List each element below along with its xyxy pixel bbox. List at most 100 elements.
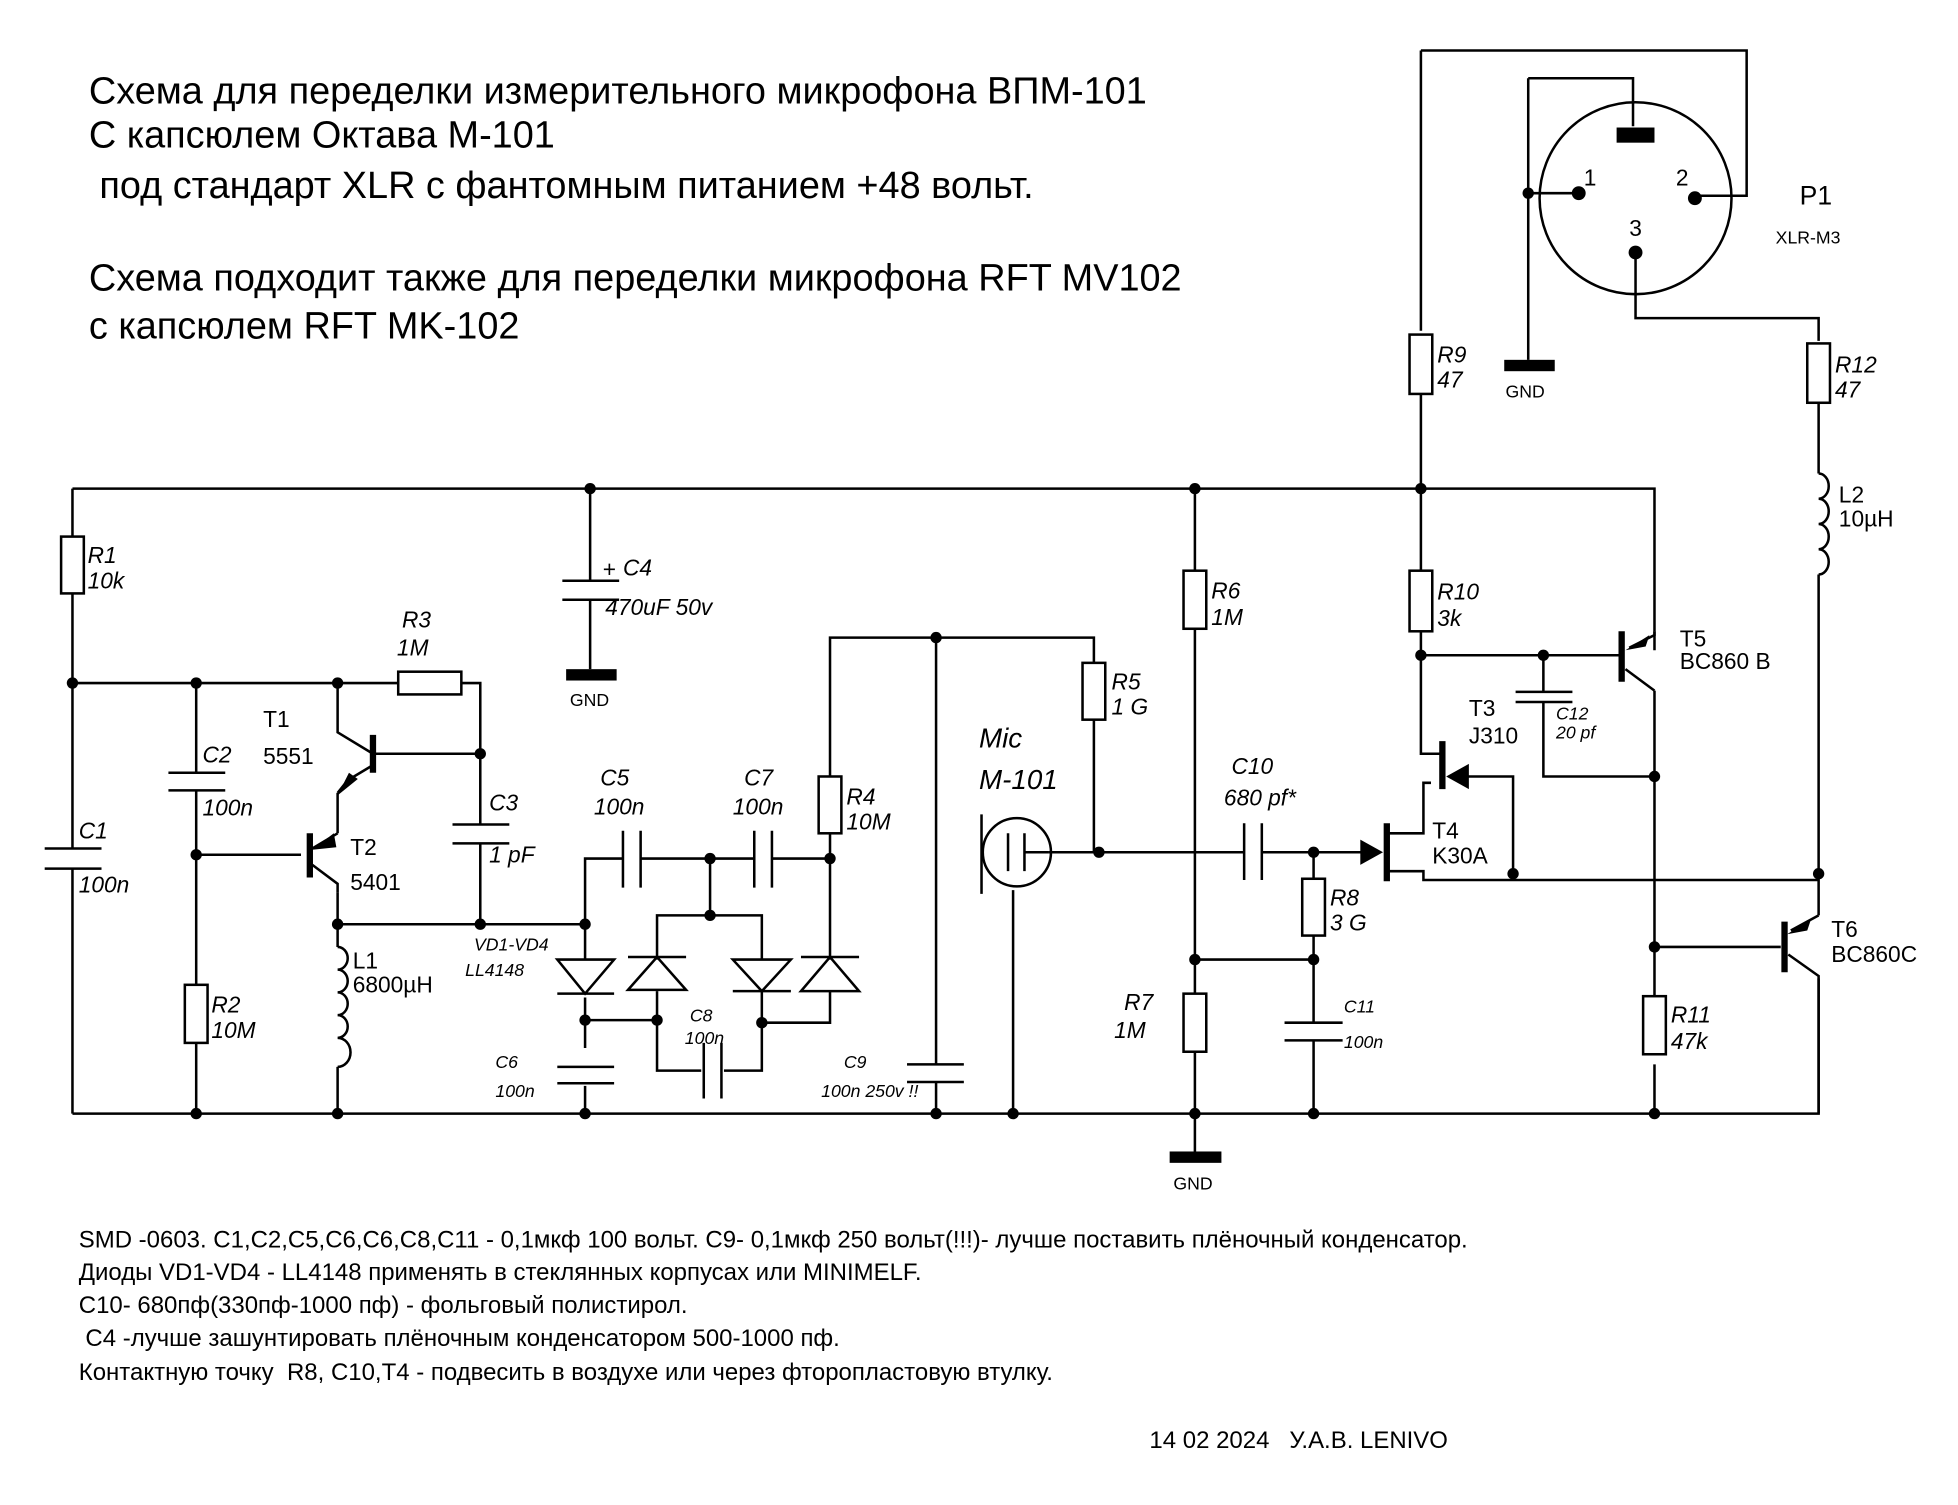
t6-ref: T6 xyxy=(1831,916,1858,942)
r5-value: 1 G xyxy=(1112,694,1149,720)
r3-value: 1M xyxy=(397,634,429,660)
capacitor-c1: C1 100n xyxy=(44,817,130,898)
r4-value: 10M xyxy=(846,809,890,835)
resistor-r11: R11 47k xyxy=(1641,994,1711,1056)
c12-ref: C12 xyxy=(1556,704,1589,724)
r8-value: 3 G xyxy=(1330,910,1367,936)
t6-value: BC860C xyxy=(1831,941,1917,967)
c8-ref: C8 xyxy=(690,1005,713,1025)
note-line-3: С10- 680пф(330пф-1000 пф) - фольговый по… xyxy=(79,1292,688,1319)
c11-value: 100n xyxy=(1344,1032,1383,1052)
t3-ref: T3 xyxy=(1469,695,1496,721)
resistor-r12: R12 47 xyxy=(1805,342,1877,405)
r6-value: 1M xyxy=(1211,604,1243,630)
capacitor-c3: C3 1 pF xyxy=(452,776,536,867)
t2-ref: T2 xyxy=(350,834,377,860)
gnd-label: GND xyxy=(1505,382,1544,402)
wires xyxy=(71,49,1820,1152)
l1-ref: L1 xyxy=(353,947,378,973)
microphone-capsule: Mic M-101 xyxy=(979,722,1058,894)
diode-bridge: VD1-VD4 LL4148 xyxy=(465,935,862,996)
inductor-l1: L1 6800µH xyxy=(337,945,433,1069)
r6-ref: R6 xyxy=(1211,577,1240,603)
resistor-r2: R2 10M xyxy=(183,983,256,1045)
resistor-r5: R5 1 G xyxy=(1081,661,1149,721)
c3-value: 1 pF xyxy=(489,841,536,867)
transistor-t5: T5 BC860 B xyxy=(1618,625,1771,692)
r3-ref: R3 xyxy=(402,607,431,633)
connector-type: XLR-M3 xyxy=(1776,228,1841,248)
capacitor-c2: C2 100n xyxy=(168,742,253,821)
c5-value: 100n xyxy=(594,793,645,819)
resistor-r7: R7 1M xyxy=(1114,989,1208,1053)
t1-ref: T1 xyxy=(263,706,290,732)
note-line-1: SMD -0603. C1,C2,C5,C6,C6,C8,C11 - 0,1мк… xyxy=(79,1226,1468,1253)
vd-ref: VD1-VD4 xyxy=(474,935,549,955)
r5-ref: R5 xyxy=(1112,668,1141,694)
transistor-t1: T1 5551 xyxy=(263,706,377,796)
title-block: Схема для переделки измерительного микро… xyxy=(89,71,1182,348)
capacitor-c12: C12 20 pf xyxy=(1515,690,1597,743)
ground-symbol: GND xyxy=(1504,359,1555,402)
r1-ref: R1 xyxy=(88,542,117,568)
t1-value: 5551 xyxy=(263,743,314,769)
capacitor-c4: + C4 470uF 50v xyxy=(562,555,714,620)
c9-ref: C9 xyxy=(844,1052,867,1072)
c9-value: 100n 250v !! xyxy=(821,1081,918,1101)
r9-value: 47 xyxy=(1437,367,1464,393)
c7-value: 100n xyxy=(733,793,784,819)
capacitor-c5: C5 100n xyxy=(594,764,645,888)
t4-ref: T4 xyxy=(1432,817,1459,843)
c12-value: 20 pf xyxy=(1555,723,1597,743)
capacitor-c10: C10 680 pf* xyxy=(1224,753,1297,881)
capacitor-c11: C11 100n xyxy=(1284,997,1383,1052)
r10-ref: R10 xyxy=(1437,579,1479,605)
title-line-3: под стандарт XLR с фантомным питанием +4… xyxy=(89,165,1034,207)
r11-ref: R11 xyxy=(1671,1002,1711,1028)
xlr-pin-2-label: 2 xyxy=(1676,165,1689,191)
c1-ref: C1 xyxy=(79,817,108,843)
r7-value: 1M xyxy=(1114,1017,1146,1043)
t2-value: 5401 xyxy=(350,869,401,895)
r12-ref: R12 xyxy=(1835,351,1877,377)
r10-value: 3k xyxy=(1437,605,1463,631)
resistor-r1: R1 10k xyxy=(59,535,126,595)
r1-value: 10k xyxy=(88,567,126,593)
c2-ref: C2 xyxy=(203,742,232,768)
vd-value: LL4148 xyxy=(465,960,524,980)
c10-value: 680 pf* xyxy=(1224,785,1297,811)
ground-symbol: GND xyxy=(566,669,617,710)
c4-ref: C4 xyxy=(623,555,652,581)
t4-value: K30A xyxy=(1432,843,1488,869)
gnd-label: GND xyxy=(1173,1173,1212,1193)
r11-value: 47k xyxy=(1671,1028,1709,1054)
transistor-t6: T6 BC860C xyxy=(1781,914,1917,995)
resistor-r9: R9 47 xyxy=(1408,333,1467,396)
title-line-2: С капсюлем Октава М-101 xyxy=(89,115,555,157)
transistor-t3: T3 J310 xyxy=(1439,695,1518,790)
l2-value: 10µH xyxy=(1839,505,1894,531)
l2-ref: L2 xyxy=(1839,482,1864,508)
xlr-pin-3-label: 3 xyxy=(1629,215,1642,241)
c10-ref: C10 xyxy=(1232,753,1274,779)
gnd-label: GND xyxy=(570,690,609,710)
r8-ref: R8 xyxy=(1330,884,1359,910)
note-line-5: Контактную точку R8, С10,Т4 - подвесить … xyxy=(79,1359,1053,1386)
t3-value: J310 xyxy=(1469,723,1518,749)
l1-value: 6800µH xyxy=(353,971,433,997)
connector-ref: P1 xyxy=(1800,181,1832,211)
c8-value: 100n xyxy=(685,1028,724,1048)
note-line-2: Диоды VD1-VD4 - LL4148 применять в стекл… xyxy=(79,1259,922,1286)
r2-value: 10M xyxy=(211,1017,255,1043)
xlr-pin-1-label: 1 xyxy=(1584,165,1597,191)
notes: SMD -0603. C1,C2,C5,C6,C6,C8,C11 - 0,1мк… xyxy=(79,1226,1468,1454)
transistor-t2: T2 5401 xyxy=(306,832,401,895)
c3-ref: C3 xyxy=(489,790,518,816)
capacitor-c6: C6 100n xyxy=(495,1052,615,1101)
resistor-r4: R4 10M xyxy=(817,775,891,835)
title-line-4: Схема подходит также для переделки микро… xyxy=(89,257,1182,299)
c2-value: 100n xyxy=(203,795,254,821)
transistor-t4: T4 K30A xyxy=(1360,817,1489,882)
c1-value: 100n xyxy=(79,872,130,898)
